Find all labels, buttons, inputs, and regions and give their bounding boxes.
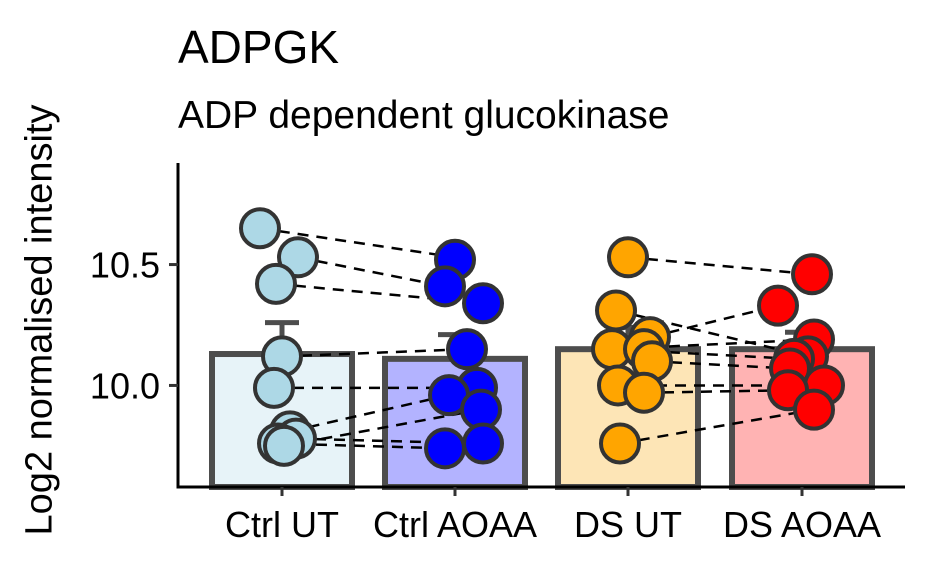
x-tick-label: DS UT bbox=[574, 504, 682, 545]
data-point bbox=[446, 328, 488, 371]
data-point bbox=[277, 236, 319, 279]
data-point bbox=[757, 284, 799, 327]
y-axis-label: Log2 normalised intensity bbox=[18, 104, 61, 536]
data-point bbox=[255, 262, 297, 305]
y-tick-label: 10.0 bbox=[90, 365, 160, 406]
data-point bbox=[607, 236, 649, 279]
data-point bbox=[263, 424, 305, 467]
data-point bbox=[424, 427, 466, 470]
x-tick-label: DS AOAA bbox=[723, 504, 881, 545]
chart-title: ADPGK bbox=[178, 21, 340, 73]
pair-line bbox=[619, 408, 815, 445]
data-point bbox=[239, 207, 281, 250]
data-point bbox=[793, 388, 835, 431]
data-point bbox=[623, 371, 665, 414]
pair-line bbox=[615, 309, 809, 358]
pair-line bbox=[611, 338, 815, 351]
pair-line bbox=[643, 389, 789, 394]
pair-line bbox=[289, 393, 450, 433]
data-point bbox=[424, 265, 466, 308]
data-point bbox=[595, 289, 637, 332]
x-tick-label: Ctrl UT bbox=[225, 504, 339, 545]
pair-line bbox=[283, 408, 482, 448]
data-point bbox=[462, 282, 504, 325]
data-point bbox=[599, 422, 641, 465]
pair-line bbox=[281, 347, 468, 358]
y-tick-label: 10.5 bbox=[90, 245, 160, 286]
chart-subtitle: ADP dependent glucokinase bbox=[178, 94, 670, 137]
pair-line bbox=[649, 304, 779, 339]
x-tick-label: Ctrl AOAA bbox=[373, 504, 537, 545]
pair-line bbox=[297, 256, 446, 288]
data-point bbox=[791, 253, 833, 296]
pair-line bbox=[651, 360, 791, 370]
pair-line bbox=[627, 256, 813, 276]
data-point bbox=[462, 422, 504, 465]
pair-line bbox=[259, 227, 456, 259]
data-point bbox=[253, 366, 295, 409]
